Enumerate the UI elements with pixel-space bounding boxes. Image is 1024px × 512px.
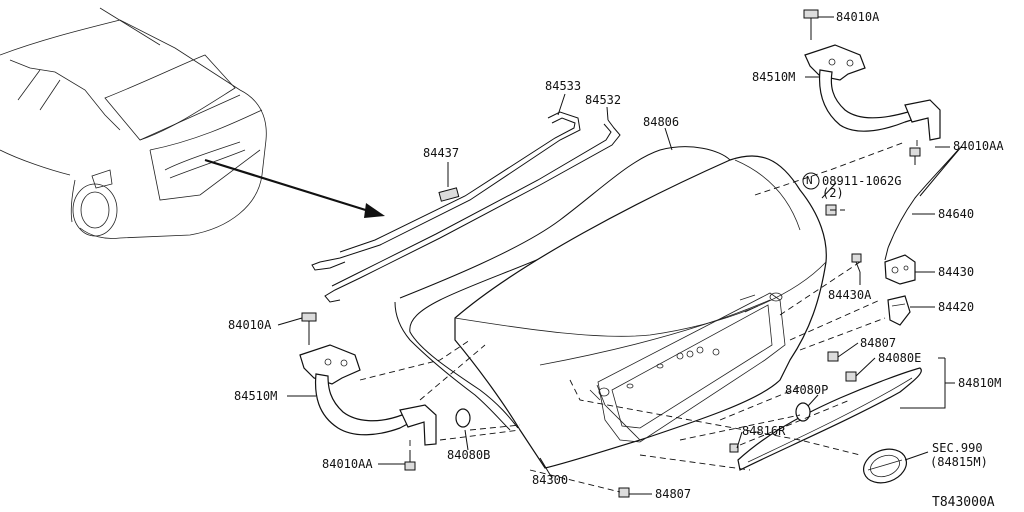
label-84807-bottom: 84807 [655, 487, 692, 501]
label-sec990-ref: (84815M) [930, 455, 988, 469]
label-84010AA-top: 84010AA [953, 139, 1004, 153]
label-84080P: 84080P [785, 383, 829, 397]
label-84532: 84532 [585, 93, 622, 107]
label-08911: 08911-1062G [822, 174, 902, 188]
label-84816R: 84816R [742, 424, 786, 438]
label-84806: 84806 [643, 115, 680, 129]
label-84510M-top: 84510M [752, 70, 796, 84]
clip-84816R [729, 443, 739, 453]
label-84010AA-left: 84010AA [322, 457, 373, 471]
car-outline [0, 7, 267, 239]
bumper-84807-right [827, 351, 839, 362]
label-sec990: SEC.990 [932, 441, 983, 455]
trunk-lid-84300 [454, 155, 827, 469]
guide-lines [359, 141, 906, 493]
hinge-84510M-left [299, 312, 437, 471]
label-84080B: 84080B [447, 448, 491, 462]
location-arrow [204, 158, 385, 218]
label-84300: 84300 [532, 473, 569, 487]
finisher-84810M [737, 367, 922, 471]
label-84533: 84533 [545, 79, 582, 93]
label-84430: 84430 [938, 265, 975, 279]
bolt-84430A [851, 253, 862, 273]
label-84437: 84437 [423, 146, 460, 160]
striker-84420 [887, 295, 911, 326]
label-84810M: 84810M [958, 376, 1002, 390]
n-symbol: N [806, 174, 813, 187]
label-84807-right: 84807 [860, 336, 897, 350]
label-84010A-top: 84010A [836, 10, 880, 24]
clip-84080E [845, 371, 857, 382]
leader-lines [277, 16, 955, 495]
label-84640: 84640 [938, 207, 975, 221]
lock-84430 [884, 254, 916, 285]
harness-84533 [311, 111, 581, 271]
harness-84532 [324, 119, 621, 303]
diagram-id: T843000A [932, 495, 995, 510]
connector-84437 [438, 187, 460, 202]
label-08911-qty: (2) [822, 186, 844, 200]
bumper-84807-bottom [618, 487, 630, 498]
cable-84640 [884, 149, 959, 261]
label-84510M-left: 84510M [234, 389, 278, 403]
plug-84080B [455, 408, 471, 428]
plug-84080P [795, 402, 811, 422]
emblem [863, 448, 907, 484]
hinge-84510M-top [803, 9, 941, 165]
label-84420: 84420 [938, 300, 975, 314]
label-84010A-left: 84010A [228, 318, 272, 332]
label-84080E: 84080E [878, 351, 922, 365]
label-84430A: 84430A [828, 288, 872, 302]
